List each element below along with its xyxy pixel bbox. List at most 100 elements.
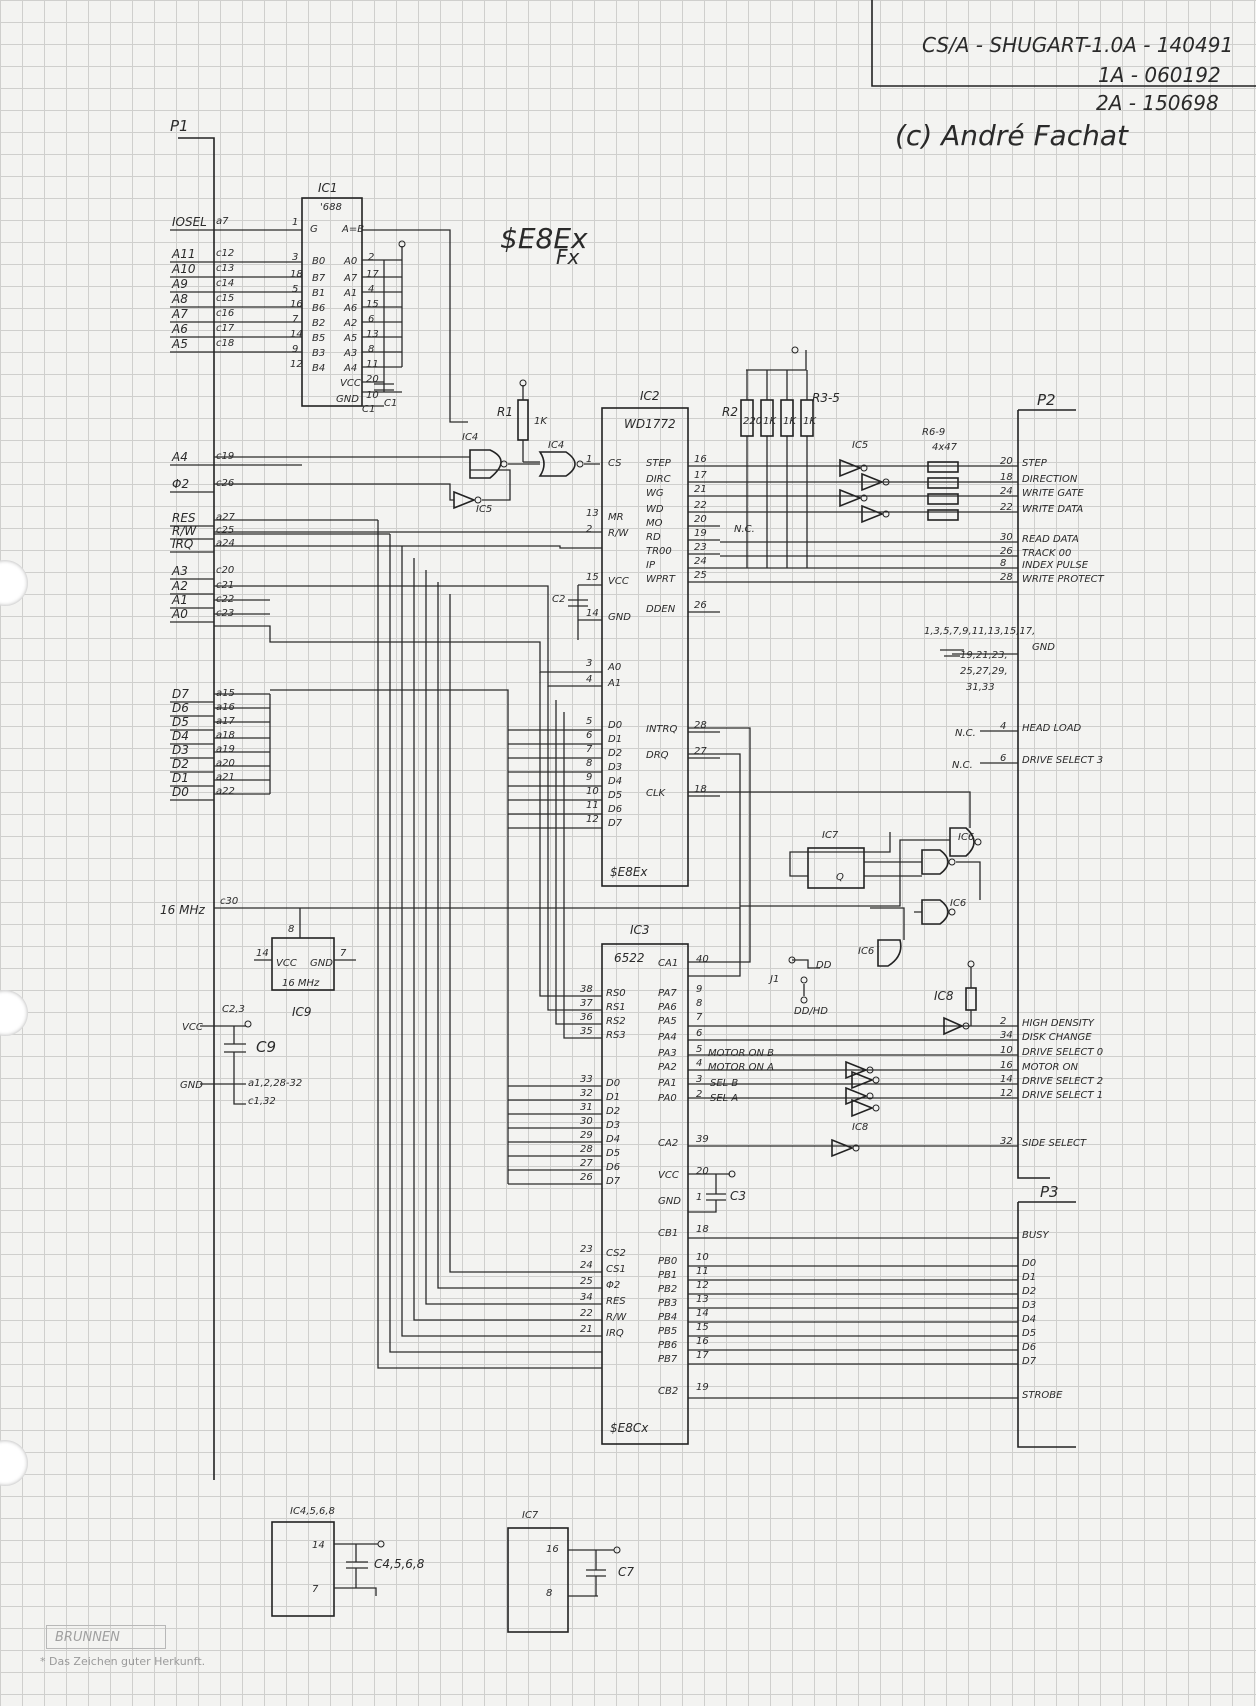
ic2-right-pin-name: CLK: [646, 788, 667, 799]
ic2-right-pin-name: WD: [646, 504, 664, 515]
p1-signal-name: D5: [172, 715, 189, 729]
svg-text:B7: B7: [312, 273, 326, 284]
p2-signal-pin: 6: [1000, 753, 1006, 764]
p1-signal-pin: c17: [216, 323, 235, 334]
ic3-right-pin-number: 19: [696, 1382, 709, 1393]
r1-name: R1: [497, 405, 513, 419]
p1-signal-name: IOSEL: [172, 215, 207, 229]
ic2-left-pin-name: D0: [608, 720, 622, 731]
ic2-left-pin-name: D7: [608, 818, 623, 829]
title-block: CS/A - SHUGART-1.0A - 140491 1A - 060192…: [871, 0, 1256, 152]
ic3-right-pin-name: PB0: [658, 1256, 677, 1267]
p1-signal-name: IRQ: [172, 537, 193, 551]
ic3-left-pin-number: 28: [580, 1144, 593, 1155]
resistor-value: 1K: [783, 416, 797, 427]
ic3-right-pin-number: 16: [696, 1336, 709, 1347]
p2-signal-pin: 14: [1000, 1074, 1013, 1085]
p3-signal-name: D7: [1022, 1356, 1037, 1367]
ic3-right-pin-name: PA1: [658, 1078, 677, 1089]
p2-signal-name: HIGH DENSITY: [1022, 1018, 1095, 1029]
ic3-right-pin-name: PA5: [658, 1016, 677, 1027]
ic3-left-pin-name: RS1: [606, 1002, 626, 1013]
p1-signal-pin: a24: [216, 538, 235, 549]
p1-label: P1: [170, 117, 189, 135]
p2-signal-name: DRIVE SELECT 1: [1022, 1090, 1103, 1101]
ic2-left-pin-number: 3: [586, 658, 592, 669]
ic3-part: 6522: [614, 951, 645, 965]
p2-signal-name: DRIVE SELECT 3: [1022, 755, 1103, 766]
p1-signal-name: A8: [171, 292, 188, 306]
jumper-ddhd: DD/HD: [794, 1006, 828, 1017]
ic2-left-pin-number: 13: [586, 508, 599, 519]
svg-text:3: 3: [292, 252, 298, 263]
svg-text:B3: B3: [312, 348, 325, 359]
ic3-right-pin-name: PB1: [658, 1270, 677, 1281]
svg-text:10: 10: [366, 390, 379, 401]
ic2-left-pin-number: 10: [586, 786, 599, 797]
ic3-left-pin-name: D6: [606, 1162, 620, 1173]
ic2-right-pin-number: 23: [694, 542, 707, 553]
svg-text:1: 1: [292, 217, 298, 228]
ic3-right-pin-number: 39: [696, 1134, 709, 1145]
ic3-left-pin-number: 22: [580, 1308, 593, 1319]
p1-signal-name: A7: [171, 307, 188, 321]
p1-signal-pin: c18: [216, 338, 234, 349]
connector-p1: P1: [170, 117, 215, 1480]
ic2-left-pin-number: 12: [586, 814, 599, 825]
ic2-right-pin-name: WG: [646, 488, 664, 499]
p2-signal-pin: 16: [1000, 1060, 1013, 1071]
clock-pin: c30: [220, 896, 238, 907]
ic3-right-pin-number: 2: [696, 1089, 702, 1100]
ic2-left-pin-number: 7: [586, 744, 593, 755]
svg-text:B4: B4: [312, 363, 325, 374]
p1-signal-pin: a18: [216, 730, 235, 741]
decoupling-1-pin-b: 7: [312, 1584, 319, 1595]
p2-signal-pin: 30: [1000, 532, 1013, 543]
ic3-right-pin-number: 5: [696, 1044, 702, 1055]
svg-text:B0: B0: [312, 256, 325, 267]
p1-signal-name: D0: [172, 785, 189, 799]
brand-name: BRUNNEN: [55, 1630, 120, 1645]
p1-signal-name: D3: [172, 743, 189, 757]
ic3-right-pin-number: 17: [696, 1350, 709, 1361]
p1-signal-pin: c16: [216, 308, 234, 319]
ic3-right-pin-number: 1: [696, 1192, 702, 1203]
svg-text:B5: B5: [312, 333, 325, 344]
pa-note-3: SEL B: [710, 1078, 738, 1089]
ic1-part: '688: [320, 202, 342, 213]
ic2-right-pin-number: 20: [694, 514, 707, 525]
ic2-part: WD1772: [624, 417, 676, 431]
p2-signal-pin: 34: [1000, 1030, 1013, 1041]
p1-signal-pin: a7: [216, 216, 229, 227]
svg-text:5: 5: [292, 284, 298, 295]
ic3-left-pin-name: D7: [606, 1176, 621, 1187]
ic2-left-pin-name: A1: [607, 678, 621, 689]
svg-text:B2: B2: [312, 318, 325, 329]
p2-signal-name: WRITE DATA: [1022, 504, 1083, 515]
r1-value: 1K: [534, 416, 548, 427]
resistor-value: 1K: [763, 416, 777, 427]
p1-signal-name: A6: [171, 322, 188, 336]
svg-text:6: 6: [368, 314, 374, 325]
copyright: (c) André Fachat: [895, 119, 1129, 152]
resistor-value: 1K: [803, 416, 817, 427]
ic3-left-pin-name: RS2: [606, 1016, 626, 1027]
p1-signal-name: Φ2: [172, 477, 189, 491]
svg-text:11: 11: [366, 359, 379, 370]
p2-gnd-pins-1: 1,3,5,7,9,11,13,15,17,: [924, 626, 1035, 637]
ic3-right-pin-name: CB2: [658, 1386, 678, 1397]
ic3-left-pin-name: CS1: [606, 1264, 626, 1275]
ic2-right-pin-number: 26: [694, 600, 707, 611]
svg-text:20: 20: [366, 374, 379, 385]
ic3-name: IC3: [630, 923, 650, 937]
address-decode-gates: R1 1K IC4 IC4 IC5: [214, 379, 600, 515]
ic3-left-pin-number: 38: [580, 984, 593, 995]
ic3-right-pin-number: 7: [696, 1012, 703, 1023]
ic3-left-pin-number: 35: [580, 1026, 593, 1037]
title-line-1: CS/A - SHUGART-1.0A - 140491: [922, 33, 1233, 57]
p1-signal-name: A10: [171, 262, 196, 276]
ic3-right-pin-name: PA2: [658, 1062, 677, 1073]
ic3-left-pin-number: 34: [580, 1292, 593, 1303]
p3-signal-name: D5: [1022, 1328, 1036, 1339]
